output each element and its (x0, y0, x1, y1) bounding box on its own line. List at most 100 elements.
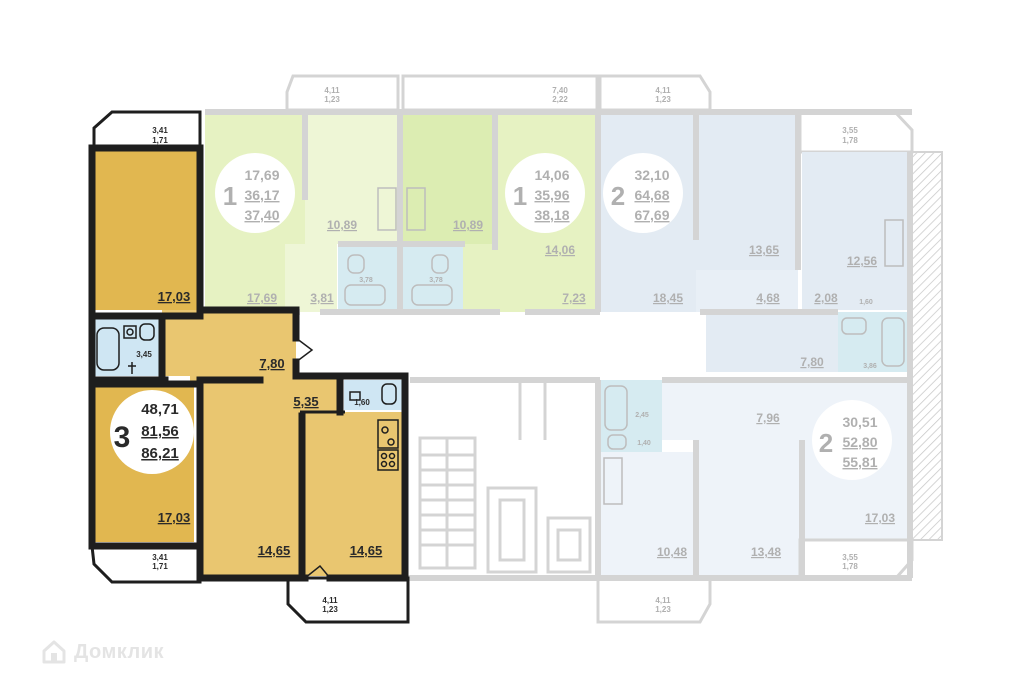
svg-text:10,89: 10,89 (453, 218, 483, 232)
area-toilet: 1,60 (354, 398, 370, 407)
svg-text:4,11: 4,11 (655, 596, 671, 605)
svg-text:52,80: 52,80 (842, 434, 877, 450)
svg-text:17,03: 17,03 (865, 511, 895, 525)
balcony-bl-area: 3,41 (152, 553, 168, 562)
apt-4-corridor (662, 380, 802, 440)
bedroom-top (94, 150, 200, 310)
apt-4-kitchen (600, 452, 696, 576)
apt-3-hall (696, 270, 798, 312)
svg-text:1: 1 (223, 181, 237, 211)
balcony-bottom-right (596, 576, 712, 624)
balcony-top-left (285, 74, 400, 112)
area-bedroom-top: 17,03 (158, 289, 191, 304)
apt-1-hall (285, 244, 337, 312)
svg-text:7,96: 7,96 (756, 411, 780, 425)
total-area: 81,56 (141, 423, 179, 440)
svg-text:4,11: 4,11 (324, 86, 340, 95)
brand-watermark: Домклик (40, 638, 164, 666)
balcony-top-3 (92, 110, 202, 150)
svg-text:13,65: 13,65 (749, 243, 779, 257)
svg-text:32,10: 32,10 (634, 167, 669, 183)
area-room-left: 14,65 (258, 543, 291, 558)
svg-text:1: 1 (513, 181, 527, 211)
svg-text:1,23: 1,23 (324, 95, 340, 104)
svg-text:2,08: 2,08 (814, 291, 838, 305)
svg-text:1,78: 1,78 (842, 136, 858, 145)
corridor (162, 310, 296, 376)
balcony-top-area: 3,41 (152, 126, 168, 135)
svg-text:12,56: 12,56 (847, 254, 877, 268)
svg-text:14,06: 14,06 (545, 243, 575, 257)
balcony-top-right (598, 74, 712, 112)
area-hall: 5,35 (293, 394, 318, 409)
svg-text:1,23: 1,23 (655, 95, 671, 104)
svg-text:2,22: 2,22 (552, 95, 568, 104)
svg-text:36,17: 36,17 (244, 187, 279, 203)
svg-text:17,69: 17,69 (244, 167, 279, 183)
hatched-wall (911, 151, 943, 541)
apt-3-kitchen (802, 152, 910, 310)
brand-name: Домклик (74, 640, 165, 663)
apt-3-room2 (696, 114, 798, 270)
apt-2-hall (463, 244, 495, 312)
svg-text:3,55: 3,55 (842, 126, 858, 135)
apt-1-bath (338, 244, 400, 312)
room-left (200, 416, 300, 576)
apt-4-room (696, 440, 802, 576)
balcony-bl-depth: 1,71 (152, 562, 168, 571)
info-apt-2: 1 14,06 35,96 38,18 (505, 153, 585, 233)
apt-3-corridor (706, 312, 838, 372)
living-area: 48,71 (141, 401, 179, 418)
svg-text:2: 2 (819, 428, 833, 458)
balcony-bottom-3 (286, 576, 410, 624)
svg-text:64,68: 64,68 (634, 187, 669, 203)
svg-text:30,51: 30,51 (842, 414, 877, 430)
svg-text:18,45: 18,45 (653, 291, 683, 305)
other-room-labels: 10,89 17,69 3,81 3,78 10,89 3,78 14,06 7… (247, 86, 895, 614)
apt-4-bath (600, 380, 662, 452)
svg-text:38,18: 38,18 (534, 207, 569, 223)
svg-text:67,69: 67,69 (634, 207, 669, 223)
svg-text:37,40: 37,40 (244, 207, 279, 223)
svg-text:7,23: 7,23 (562, 291, 586, 305)
balcony-top-mid (401, 74, 599, 112)
svg-text:17,69: 17,69 (247, 291, 277, 305)
info-apt-4: 2 30,51 52,80 55,81 (812, 400, 892, 480)
area-room-right: 14,65 (350, 543, 383, 558)
svg-text:7,80: 7,80 (800, 355, 824, 369)
svg-text:4,68: 4,68 (756, 291, 780, 305)
svg-text:2,45: 2,45 (635, 412, 649, 419)
svg-text:1,40: 1,40 (637, 440, 651, 447)
svg-text:13,48: 13,48 (751, 545, 781, 559)
selected-room-labels: 17,03 17,03 7,80 5,35 14,65 14,65 3,45 1… (136, 126, 382, 614)
svg-text:3,55: 3,55 (842, 553, 858, 562)
svg-text:35,96: 35,96 (534, 187, 569, 203)
info-apt-3: 2 32,10 64,68 67,69 (603, 153, 683, 233)
info-apt-1: 1 17,69 36,17 37,40 (215, 153, 295, 233)
balcony-top-depth: 1,71 (152, 136, 168, 145)
area-bathroom: 3,45 (136, 350, 152, 359)
svg-text:3,78: 3,78 (429, 277, 443, 284)
stairwell (418, 380, 592, 574)
svg-text:1,23: 1,23 (655, 605, 671, 614)
area-corridor: 7,80 (259, 356, 284, 371)
svg-text:10,89: 10,89 (327, 218, 357, 232)
svg-text:10,48: 10,48 (657, 545, 687, 559)
apt-3-bath (838, 312, 910, 372)
svg-text:3,78: 3,78 (359, 277, 373, 284)
selected-apartment[interactable] (88, 110, 410, 624)
apt-2-kitchen (403, 114, 495, 244)
corridor-left (190, 376, 200, 384)
room-right (305, 412, 403, 576)
balcony-bottom-left-3 (90, 544, 202, 584)
balcony-b-area: 4,11 (322, 596, 338, 605)
svg-text:3,86: 3,86 (863, 363, 877, 370)
rooms-count: 3 (114, 421, 131, 454)
toilet (344, 380, 402, 410)
svg-text:1,60: 1,60 (859, 299, 873, 306)
svg-text:2: 2 (611, 181, 625, 211)
info-selected: 3 48,71 81,56 86,21 (110, 390, 194, 474)
svg-text:14,06: 14,06 (534, 167, 569, 183)
house-logo-icon (42, 640, 66, 664)
